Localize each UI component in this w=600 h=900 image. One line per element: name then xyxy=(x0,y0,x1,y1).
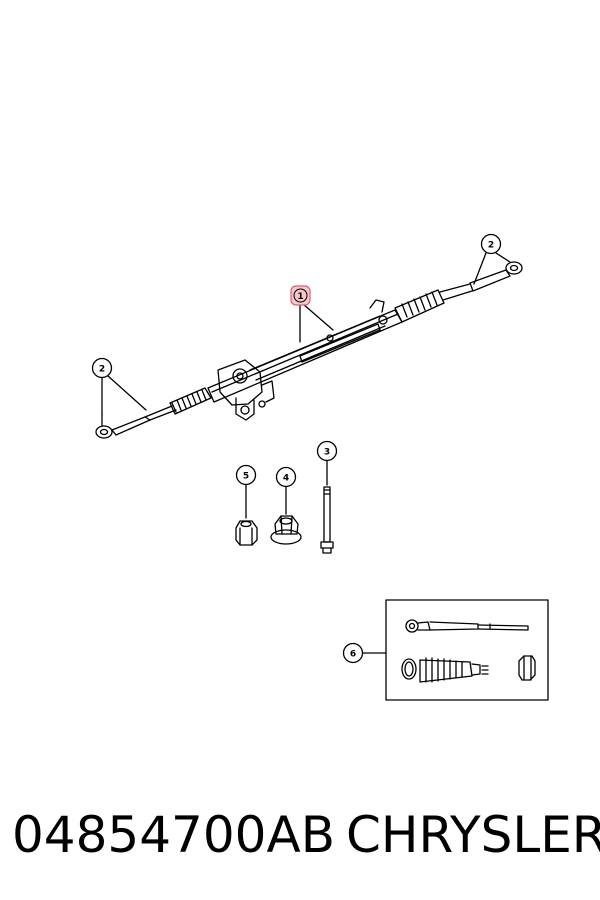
callout-5-label: 5 xyxy=(243,472,249,482)
inner-tie-rod xyxy=(405,619,529,633)
callout-6-label: 6 xyxy=(350,650,356,660)
brand-name-text: CHRYSLER xyxy=(346,806,600,864)
flange-nut xyxy=(270,485,302,545)
callout-4-label: 4 xyxy=(283,474,289,484)
hex-nut xyxy=(235,483,258,546)
callout-3-label: 3 xyxy=(324,448,330,458)
kit-jam-nut xyxy=(518,655,536,681)
callout-1-leader xyxy=(299,303,334,343)
steering-rack-assembly xyxy=(95,261,523,439)
right-tie-rod-end xyxy=(439,261,523,301)
bolt xyxy=(320,459,334,554)
callout-2-left-label: 2 xyxy=(99,365,105,375)
callout-1-label[interactable]: 1 xyxy=(297,292,303,302)
rack-housing xyxy=(207,309,403,403)
right-boot xyxy=(394,289,445,323)
pinion-valve-body xyxy=(217,299,388,421)
tie-rod-kit-box xyxy=(361,599,549,701)
tie-rod-boot xyxy=(401,657,489,683)
part-number-text: 04854700AB xyxy=(12,806,335,864)
steering-rack-diagram: 1 2 2 3 4 5 6 xyxy=(91,233,549,701)
left-boot xyxy=(169,387,212,415)
left-tie-rod-end xyxy=(95,405,177,439)
callout-2-right-label: 2 xyxy=(488,241,494,251)
callout-2-left-leader xyxy=(101,375,147,416)
callout-2-right-leader xyxy=(473,252,511,285)
